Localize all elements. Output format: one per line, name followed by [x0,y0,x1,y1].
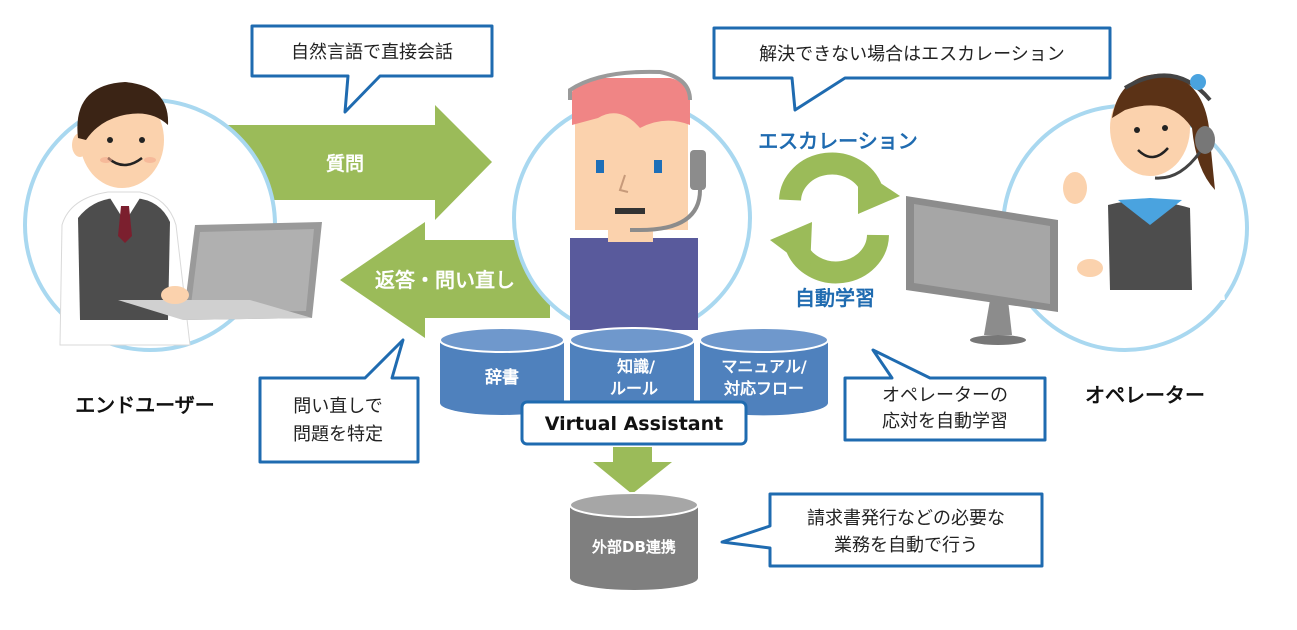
bubble-learning-text-2: 応対を自動学習 [882,411,1008,432]
bubble-escalation [712,26,1112,112]
bubble-escalation-text: 解決できない場合はエスカレーション [759,44,1065,65]
bubble-clarify-text-2: 問題を特定 [293,424,383,445]
answer-arrow [340,222,550,338]
bubble-learning-text-1: オペレーターの [882,385,1008,406]
bubble-natural-language-text: 自然言語で直接会話 [291,42,453,63]
escalation-label: エスカレーション [758,129,918,153]
cycle-arrows-icon [770,152,900,284]
bubble-clarify-text-1: 問い直しで [293,396,382,417]
db-knowledge-label-1: 知識/ [617,357,655,376]
db-external-label: 外部DB連携 [591,538,676,556]
operator-label: オペレーター [1085,383,1205,407]
db-dictionary-label: 辞書 [485,367,519,388]
bubble-learning [843,348,1047,442]
end-user-label: エンドユーザー [75,393,215,417]
db-dictionary [439,327,565,415]
db-external [569,492,699,590]
user-at-laptop-icon [23,82,322,352]
db-manual-label-1: マニュアル/ [721,357,807,376]
bubble-tasks [720,492,1044,568]
assistant-label-box [520,400,748,446]
db-manual [699,327,829,416]
question-arrow [225,105,492,220]
question-arrow-label: 質問 [326,152,364,175]
assistant-label: Virtual Assistant [545,413,723,435]
operator-headset-icon [906,73,1249,352]
db-knowledge-label-2: ルール [610,379,658,398]
bubble-tasks-text-1: 請求書発行などの必要な [807,508,1005,529]
down-arrow [593,447,672,494]
robot-headset-icon [512,69,752,338]
db-manual-label-2: 対応フロー [723,379,804,398]
bubble-tasks-text-2: 業務を自動で行う [834,535,978,556]
db-knowledge [569,327,695,415]
auto-learning-label: 自動学習 [795,286,875,310]
bubble-natural-language [250,24,494,114]
bubble-clarify [258,338,420,464]
answer-arrow-label: 返答・問い直し [375,268,515,292]
